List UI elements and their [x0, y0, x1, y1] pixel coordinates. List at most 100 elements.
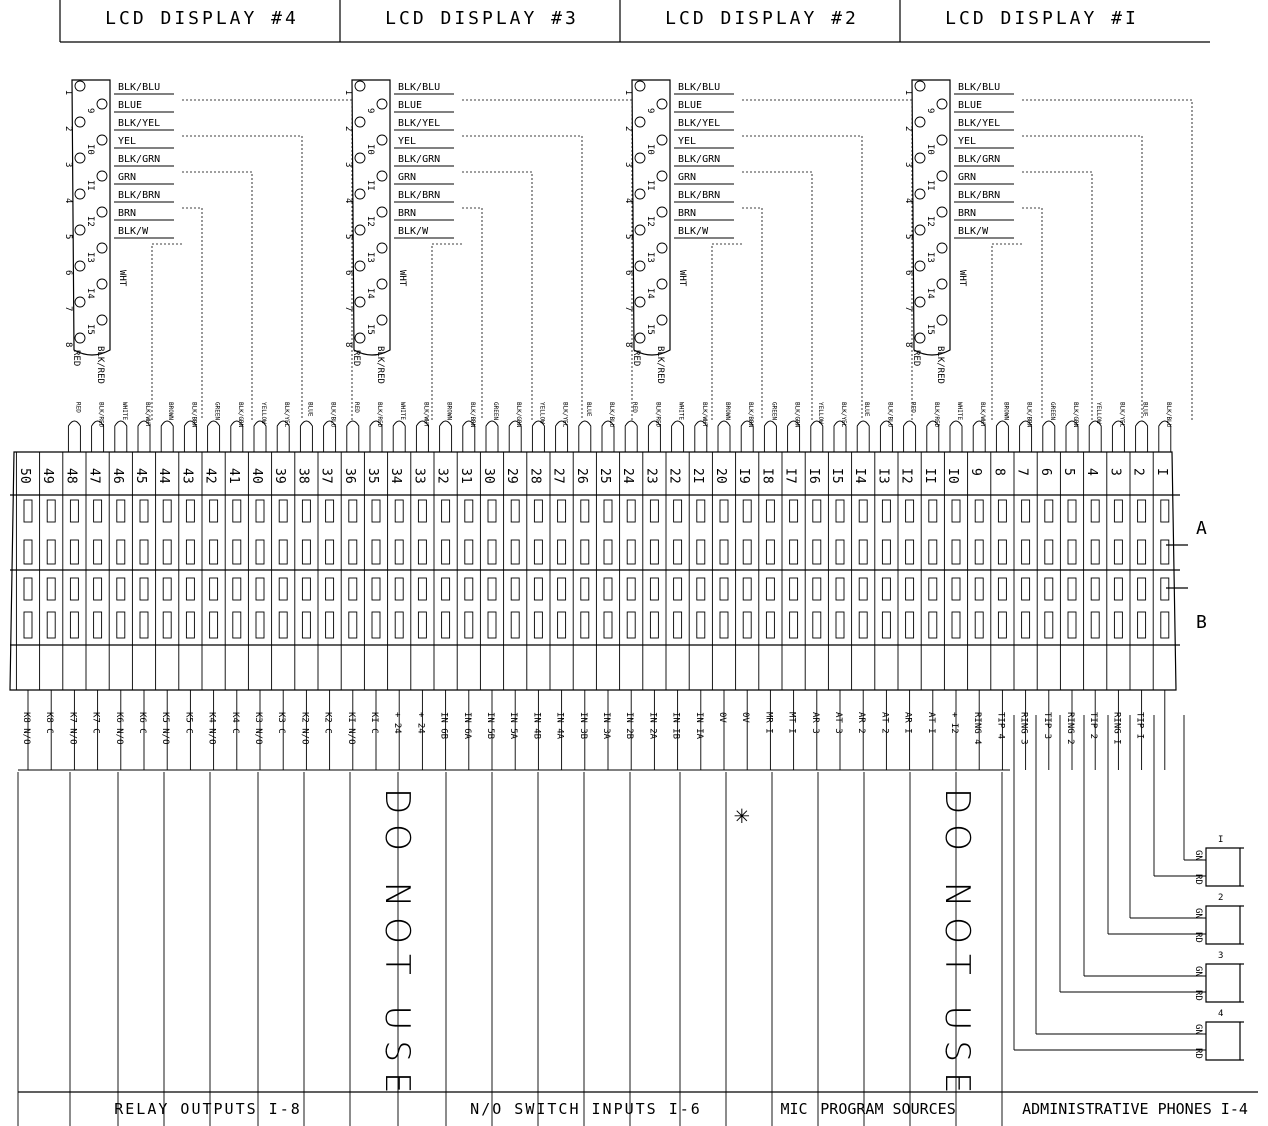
top-lead-hood — [1019, 420, 1033, 452]
clip-b-upper — [951, 577, 961, 601]
clip-a-upper — [905, 499, 915, 523]
dsub-red-label: RED — [351, 350, 361, 366]
top-lead-hood — [995, 420, 1009, 452]
clip-b-upper — [510, 577, 520, 601]
twisted-pair — [1022, 171, 1093, 420]
top-lead-hood — [91, 420, 105, 452]
clip-a-upper — [1021, 499, 1031, 523]
twisted-pair — [182, 207, 203, 420]
clip-b-lower — [928, 611, 938, 639]
dsub-pin — [354, 116, 366, 128]
top-lead-hood — [856, 420, 870, 452]
dsub-wire-label: BLK/W — [118, 226, 149, 237]
dsub-pin — [354, 332, 366, 344]
clip-a-upper — [603, 499, 613, 523]
clip-a-upper — [441, 499, 451, 523]
wire-color-label: YELLOW — [817, 402, 824, 424]
top-lead-hood — [647, 420, 661, 452]
clip-a-lower — [603, 539, 613, 565]
dsub-wire-label: BLUE — [118, 100, 142, 111]
clip-a-upper — [557, 499, 567, 523]
phone-gn-label: GN — [1193, 966, 1203, 977]
clip-b-upper — [301, 577, 311, 601]
clip-b-lower — [812, 611, 822, 639]
circuit-label: K8 C — [44, 712, 54, 734]
terminal-number: I0 — [945, 468, 960, 484]
clip-a-upper — [209, 499, 219, 523]
top-lead-hood — [926, 420, 940, 452]
terminal-number: 44 — [156, 468, 171, 484]
terminal-number: 20 — [713, 468, 728, 484]
wire-color-label: BROWN — [1002, 402, 1009, 420]
dsub-pin — [914, 296, 926, 308]
wire-color-label: BLK/RED — [98, 402, 105, 428]
wire-color-label: BLK/YEL — [562, 402, 569, 428]
clip-a-upper — [301, 499, 311, 523]
dsub-pin-number: I5 — [85, 324, 95, 335]
clip-b-lower — [997, 611, 1007, 639]
clip-a-upper — [1160, 499, 1170, 523]
dsub-pin — [354, 152, 366, 164]
dsub-pin — [96, 98, 108, 110]
clip-b-upper — [232, 577, 242, 601]
dsub-wire-label: BRN — [398, 208, 416, 219]
dsub-pin — [634, 188, 646, 200]
twisted-pair — [742, 135, 863, 420]
dsub-pin — [376, 170, 388, 182]
terminal-number: 4 — [1084, 468, 1099, 476]
dsub-wire-label: YEL — [678, 136, 696, 147]
wire-color-label: BLK/GRN — [515, 402, 522, 428]
dsub-connector-shell — [911, 79, 951, 356]
wire-color-label: BLK/BLU — [330, 402, 337, 428]
clip-a-lower — [858, 539, 868, 565]
top-lead-hood — [671, 420, 685, 452]
clip-a-lower — [835, 539, 845, 565]
dsub-wire-label: BLK/W — [678, 226, 709, 237]
clip-b-lower — [951, 611, 961, 639]
clip-b-upper — [1160, 577, 1170, 601]
circuit-label: MT I — [787, 712, 797, 734]
terminal-number: 9 — [968, 468, 983, 476]
clip-a-lower — [974, 539, 984, 565]
circuit-label: IN 6B — [439, 712, 449, 739]
terminal-number: 2 — [1131, 468, 1146, 476]
clip-b-lower — [1067, 611, 1077, 639]
clip-b-lower — [1090, 611, 1100, 639]
dsub-pin — [354, 80, 366, 92]
terminal-number: 30 — [481, 468, 496, 484]
clip-a-lower — [905, 539, 915, 565]
terminal-number: 48 — [63, 468, 78, 484]
dsub-pin-number: I5 — [365, 324, 375, 335]
clip-b-lower — [348, 611, 358, 639]
circuit-label: IN IA — [694, 712, 704, 740]
clip-b-upper — [93, 577, 103, 601]
circuit-label: K5 C — [183, 712, 193, 734]
clip-a-upper — [325, 499, 335, 523]
clip-b-lower — [93, 611, 103, 639]
wire-color-label: BLK/WHT — [144, 402, 151, 428]
clip-b-upper — [23, 577, 33, 601]
clip-a-upper — [881, 499, 891, 523]
wire-color-label: BROWN — [446, 402, 453, 420]
dsub-pin — [376, 98, 388, 110]
clip-b-lower — [533, 611, 543, 639]
dsub-pin — [96, 314, 108, 326]
wire-color-label: BLK/BRN — [747, 402, 754, 428]
clip-a-upper — [835, 499, 845, 523]
clip-b-lower — [858, 611, 868, 639]
top-lead-hood — [972, 420, 986, 452]
clip-b-upper — [371, 577, 381, 601]
dsub-pin — [936, 170, 948, 182]
dsub-pin-number: 6 — [903, 270, 913, 275]
wire-color-label: GREEN — [492, 402, 499, 420]
dsub-wire-label: BLK/BRN — [398, 190, 440, 201]
clip-b-upper — [696, 577, 706, 601]
clip-b-upper — [742, 577, 752, 601]
clip-a-lower — [93, 539, 103, 565]
top-lead-hood — [578, 420, 592, 452]
dsub-wht-label: WHT — [117, 270, 127, 287]
dsub-pin — [914, 80, 926, 92]
circuit-label: K2 N/O — [299, 712, 309, 745]
top-lead-hood — [230, 420, 244, 452]
dsub-pin — [634, 224, 646, 236]
